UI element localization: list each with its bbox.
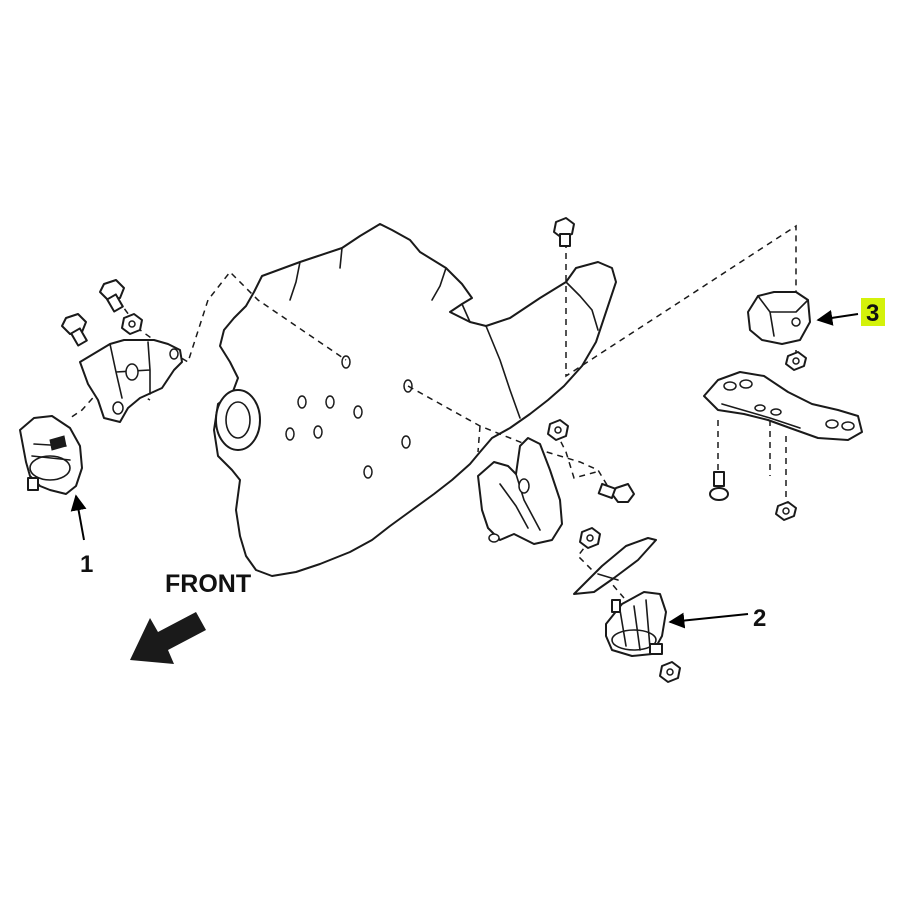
front-label: FRONT [165, 570, 251, 598]
callout-3: 3 [816, 298, 885, 327]
nut-left [121, 313, 143, 335]
nut-rear-mount [659, 661, 681, 683]
callout-label-2: 2 [753, 605, 766, 632]
bolt-left-upper [99, 279, 125, 313]
bolt-crossmember [709, 471, 729, 501]
nut-transmission-mount [785, 351, 807, 371]
bolt-left-lower [61, 313, 88, 347]
transmission-mount-insulator [747, 291, 811, 345]
front-mount-bracket [79, 339, 183, 423]
transmission-crossmember [703, 371, 863, 441]
front-engine-mount-insulator [19, 415, 83, 495]
front-direction-indicator: FRONT [130, 570, 251, 664]
nut-crossmember [775, 501, 797, 521]
engine-block [213, 223, 617, 577]
callout-label-1: 1 [80, 551, 93, 578]
bolt-center-right [597, 482, 635, 503]
rear-mount-bracket [477, 437, 563, 545]
nut-center-lower [579, 527, 601, 549]
nut-center-upper [547, 419, 569, 441]
heat-shield-plate [573, 537, 657, 595]
callout-3-highlight [861, 298, 885, 326]
callout-label-3: 3 [866, 300, 879, 327]
callout-1: 1 [70, 494, 93, 578]
rear-engine-mount-insulator [605, 591, 667, 657]
front-arrow-icon [130, 612, 206, 664]
bolt-top-center [553, 217, 575, 247]
callout-2: 2 [668, 605, 766, 632]
